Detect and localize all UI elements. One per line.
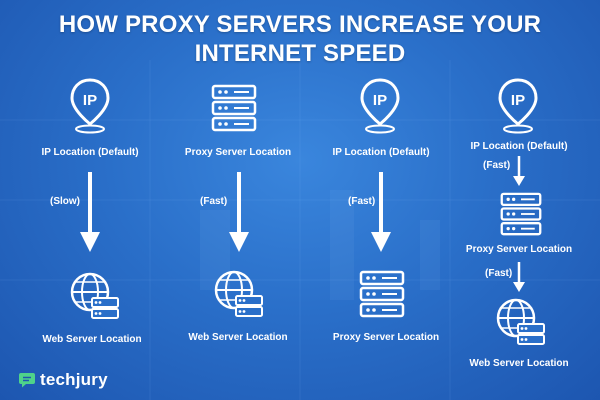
col2-top-label: Proxy Server Location (184, 147, 292, 158)
server-rack-icon (359, 270, 405, 318)
ip-location-pin-icon: IP (498, 78, 538, 134)
col2-arrow-down-icon (229, 172, 249, 252)
globe-server-icon (214, 270, 263, 317)
col2-bottom-label: Web Server Location (188, 332, 288, 343)
col1-speed-label: (Slow) (50, 196, 80, 207)
chat-bubble-icon (19, 373, 35, 388)
ip-location-pin-icon: IP (70, 78, 110, 134)
globe-server-icon (496, 298, 545, 345)
col4-arrow-down-icon-1 (513, 156, 525, 186)
col1-bottom-label: Web Server Location (42, 334, 142, 345)
col3-arrow-down-icon (371, 172, 391, 252)
col1-top-label: IP Location (Default) (41, 147, 139, 158)
col4-middle-label: Proxy Server Location (465, 244, 573, 255)
page-title: HOW PROXY SERVERS INCREASE YOUR INTERNET… (0, 10, 600, 68)
col4-speed-label-1: (Fast) (483, 160, 511, 171)
svg-text:IP: IP (373, 92, 387, 109)
svg-text:IP: IP (83, 92, 97, 109)
col3-bottom-label: Proxy Server Location (332, 332, 440, 343)
col4-arrow-down-icon-2 (513, 262, 525, 292)
col3-speed-label: (Fast) (348, 196, 376, 207)
server-rack-icon (211, 84, 257, 132)
col4-speed-label-2: (Fast) (485, 268, 513, 279)
ip-location-pin-icon: IP (360, 78, 400, 134)
brand-logo-text: techjury (40, 370, 108, 389)
brand-logo: techjury (18, 370, 108, 390)
col3-top-label: IP Location (Default) (332, 147, 430, 158)
title-line-2: INTERNET SPEED (194, 40, 406, 67)
col1-arrow-down-icon (80, 172, 100, 252)
col4-top-label: IP Location (Default) (470, 141, 568, 152)
title-line-1: HOW PROXY SERVERS INCREASE YOUR (58, 11, 542, 38)
globe-server-icon (70, 272, 119, 319)
col4-bottom-label: Web Server Location (469, 358, 569, 369)
svg-text:IP: IP (511, 92, 525, 109)
server-rack-icon (500, 192, 542, 236)
col2-speed-label: (Fast) (200, 196, 228, 207)
